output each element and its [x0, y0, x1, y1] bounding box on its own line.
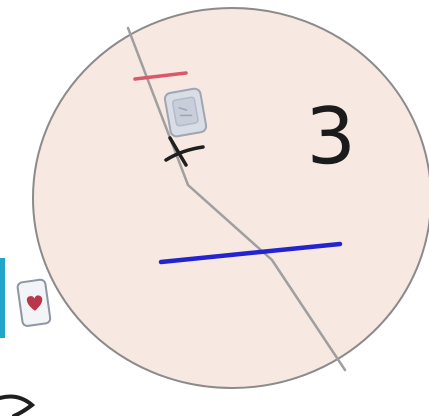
big-circle: [33, 8, 429, 388]
card-icon: [164, 88, 207, 138]
left-blue-bar: [0, 258, 5, 338]
heart-card-icon: [17, 279, 51, 326]
bottom-left-mark: [0, 397, 32, 416]
number-label: 3: [305, 97, 357, 177]
